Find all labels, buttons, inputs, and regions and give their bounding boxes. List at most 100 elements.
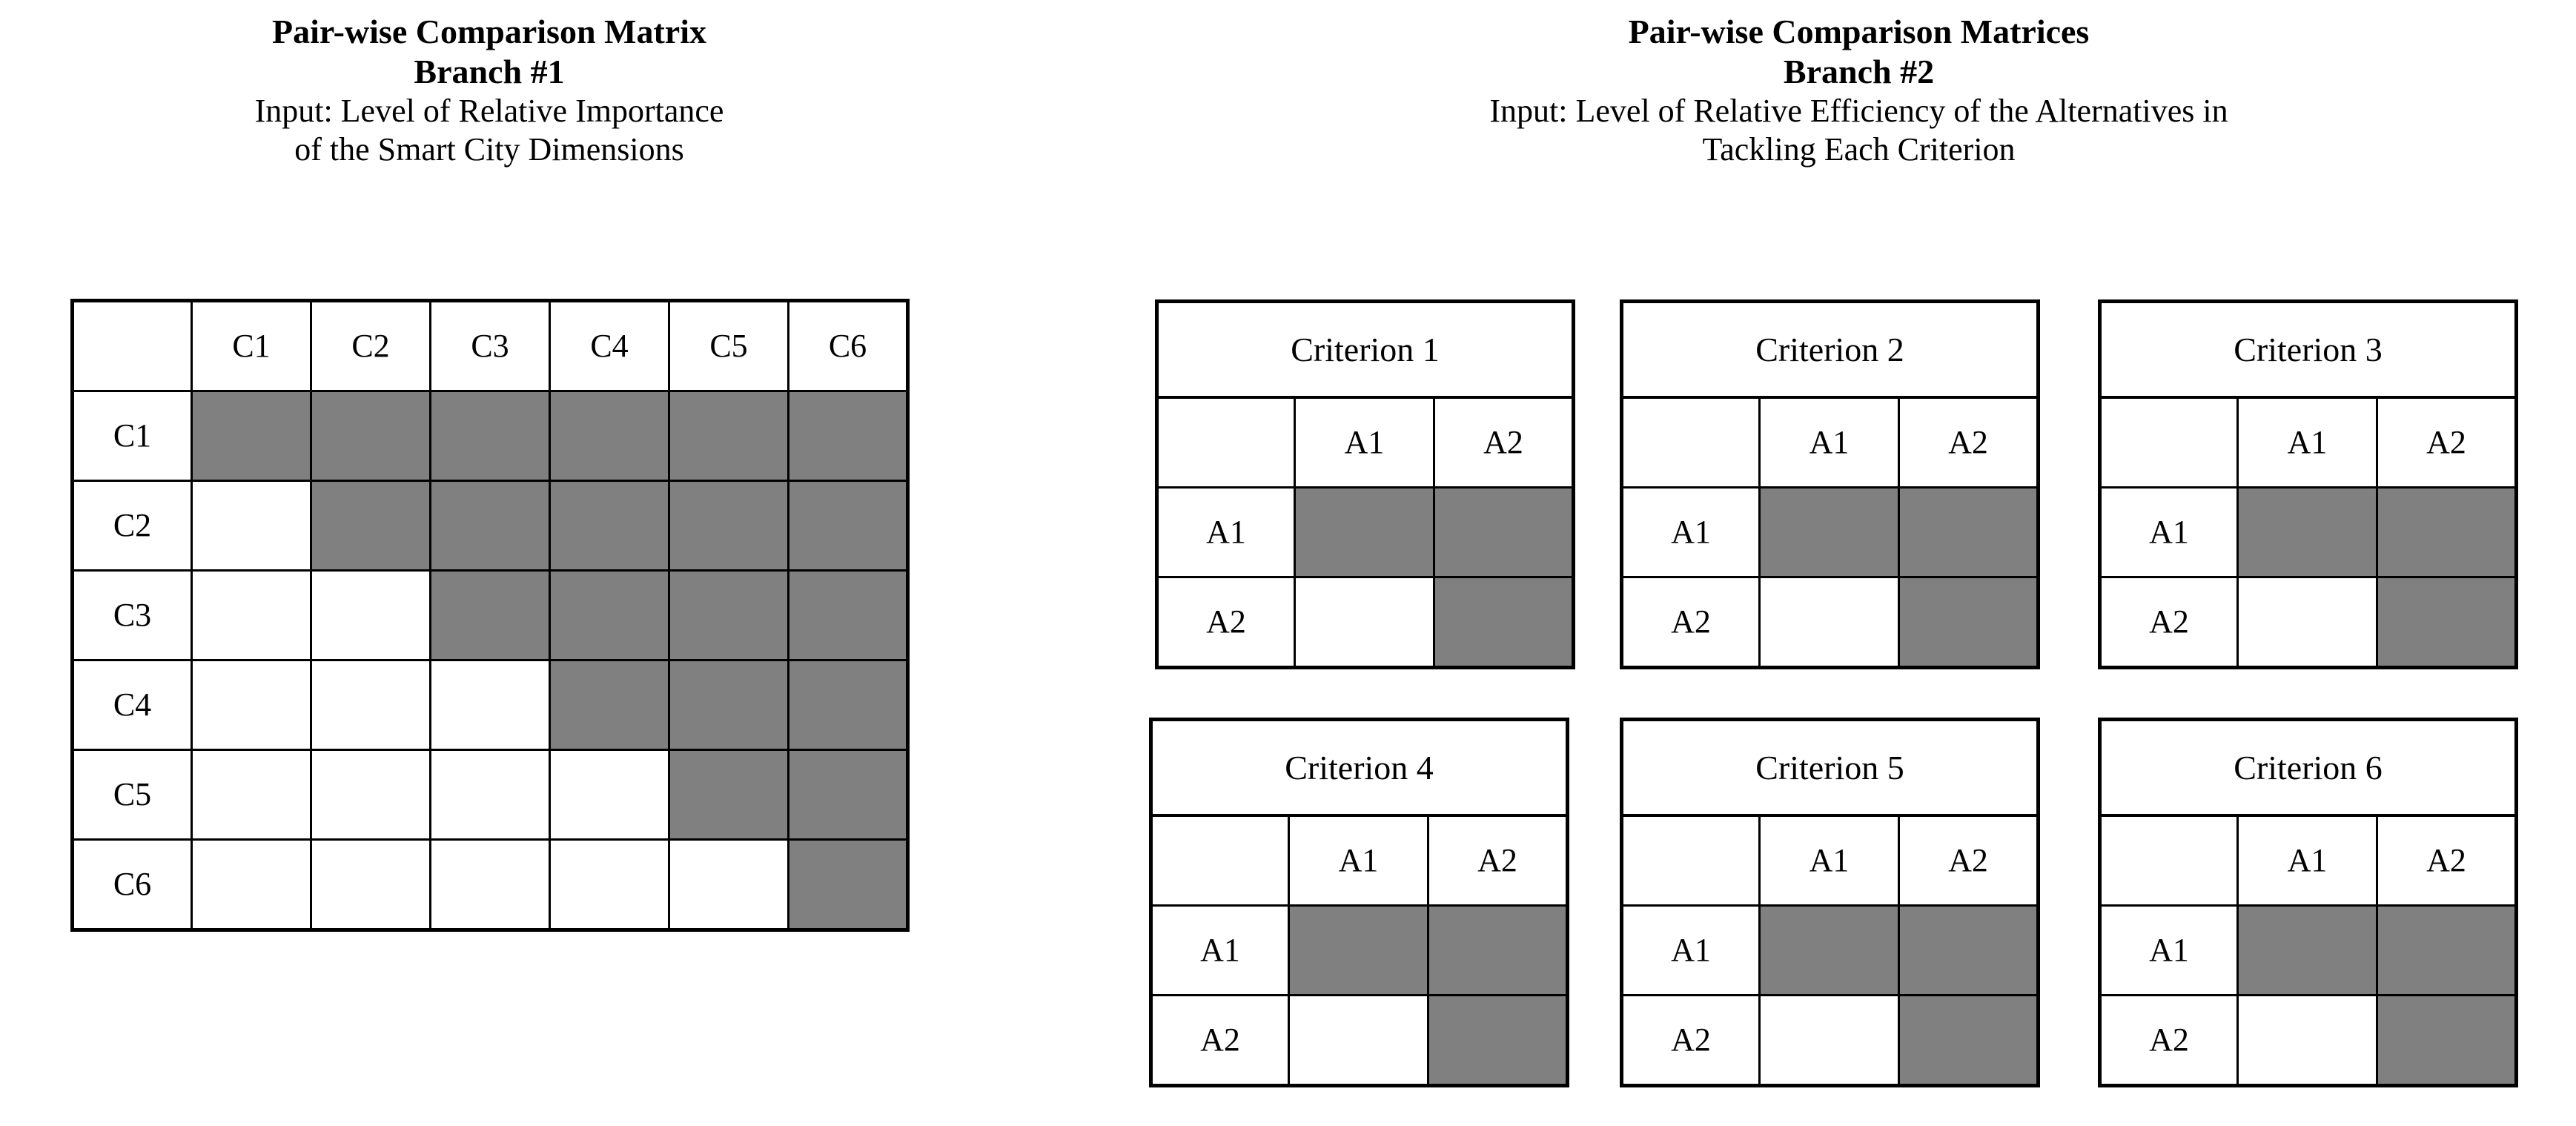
criterion-5-title-row: Criterion 5	[1620, 718, 2040, 817]
criterion-5-row-header-a2: A2	[1620, 994, 1761, 1087]
branch1-header-row: C1 C2 C3 C4 C5 C6	[71, 299, 909, 392]
criterion-2-title-row: Criterion 2	[1620, 300, 2040, 399]
branch1-cell-c4-c3[interactable]	[429, 659, 551, 751]
criterion-6-cell-a1-a2[interactable]	[2375, 904, 2518, 996]
branch1-cell-c3-c1[interactable]	[191, 569, 312, 661]
criterion-6-cell-a1-a1[interactable]	[2236, 904, 2378, 996]
criterion-2-col-header-a1: A1	[1758, 396, 1900, 489]
criterion-5-matrix: Criterion 5 A1 A2 A1 A2	[1620, 718, 2041, 1087]
criterion-3-cell-a1-a1[interactable]	[2236, 486, 2378, 578]
branch1-cell-c4-c1[interactable]	[191, 659, 312, 751]
criterion-5-title: Criterion 5	[1620, 718, 2040, 817]
branch1-cell-c5-c4[interactable]	[549, 749, 670, 841]
criterion-2-matrix: Criterion 2 A1 A2 A1 A2	[1620, 299, 2041, 669]
criterion-3-cell-a2-a1[interactable]	[2236, 576, 2378, 669]
table-row: C6	[71, 838, 909, 931]
criterion-3-col-header-a1: A1	[2236, 396, 2378, 489]
branch1-cell-c2-c1[interactable]	[191, 480, 312, 572]
criterion-2-col-header-a2: A2	[1897, 396, 2040, 489]
criterion-1-corner-cell	[1156, 396, 1296, 489]
branch1-cell-c2-c3[interactable]	[429, 480, 551, 572]
criterion-3-cell-a1-a2[interactable]	[2375, 486, 2518, 578]
table-row: A1	[1620, 904, 2040, 996]
branch1-cell-c6-c3[interactable]	[429, 838, 551, 931]
branch1-cell-c4-c4[interactable]	[549, 659, 670, 751]
branch1-col-header-c6: C6	[787, 299, 909, 392]
criterion-4-cell-a1-a2[interactable]	[1426, 904, 1569, 996]
criterion-3-row-header-a1: A1	[2099, 486, 2239, 578]
criterion-3-cell-a2-a2[interactable]	[2375, 576, 2518, 669]
criterion-2-header-row: A1 A2	[1620, 396, 2040, 489]
branch1-cell-c3-c3[interactable]	[429, 569, 551, 661]
branch2-title-line1: Pair-wise Comparison Matrices	[1628, 13, 2090, 50]
branch1-cell-c2-c4[interactable]	[549, 480, 670, 572]
branch1-cell-c1-c4[interactable]	[549, 390, 670, 482]
branch1-cell-c3-c2[interactable]	[310, 569, 431, 661]
branch1-cell-c3-c5[interactable]	[668, 569, 789, 661]
branch1-row-header-c6: C6	[71, 838, 193, 931]
branch1-cell-c6-c4[interactable]	[549, 838, 670, 931]
criterion-5-cell-a1-a1[interactable]	[1758, 904, 1900, 996]
criterion-5-cell-a2-a1[interactable]	[1758, 994, 1900, 1087]
branch1-cell-c4-c5[interactable]	[668, 659, 789, 751]
criterion-4-row-header-a2: A2	[1150, 994, 1290, 1087]
criterion-1-matrix: Criterion 1 A1 A2 A1 A2	[1155, 299, 1576, 669]
table-row: A1	[1156, 486, 1575, 578]
criterion-1-col-header-a1: A1	[1294, 396, 1435, 489]
branch1-cell-c1-c3[interactable]	[429, 390, 551, 482]
criterion-5-header-row: A1 A2	[1620, 814, 2040, 907]
branch1-row-header-c5: C5	[71, 749, 193, 841]
branch1-cell-c5-c1[interactable]	[191, 749, 312, 841]
branch2-subtitle-line1: Input: Level of Relative Efficiency of t…	[1489, 92, 2228, 129]
criterion-4-row-header-a1: A1	[1150, 904, 1290, 996]
branch1-cell-c2-c5[interactable]	[668, 480, 789, 572]
branch1-cell-c5-c2[interactable]	[310, 749, 431, 841]
criterion-6-cell-a2-a1[interactable]	[2236, 994, 2378, 1087]
branch1-cell-c2-c2[interactable]	[310, 480, 431, 572]
criterion-4-cell-a2-a1[interactable]	[1288, 994, 1429, 1087]
branch1-cell-c4-c6[interactable]	[787, 659, 909, 751]
branch1-cell-c3-c6[interactable]	[787, 569, 909, 661]
branch1-cell-c4-c2[interactable]	[310, 659, 431, 751]
branch1-cell-c6-c2[interactable]	[310, 838, 431, 931]
branch1-cell-c2-c6[interactable]	[787, 480, 909, 572]
branch1-cell-c6-c6[interactable]	[787, 838, 909, 931]
criterion-1-cell-a2-a1[interactable]	[1294, 576, 1435, 669]
branch1-col-header-c3: C3	[429, 299, 551, 392]
table-row: C5	[71, 749, 909, 841]
criterion-1-title-row: Criterion 1	[1155, 300, 1575, 399]
criterion-3-row-header-a2: A2	[2099, 576, 2239, 669]
table-row: A1	[1150, 904, 1569, 996]
criterion-4-cell-a2-a2[interactable]	[1426, 994, 1569, 1087]
criterion-3-title-row: Criterion 3	[2098, 300, 2518, 399]
criterion-2-cell-a1-a2[interactable]	[1897, 486, 2040, 578]
branch1-cell-c5-c3[interactable]	[429, 749, 551, 841]
criterion-6-col-header-a2: A2	[2375, 814, 2518, 907]
criterion-3-matrix: Criterion 3 A1 A2 A1 A2	[2098, 299, 2519, 669]
criterion-4-cell-a1-a1[interactable]	[1288, 904, 1429, 996]
branch1-cell-c1-c2[interactable]	[310, 390, 431, 482]
criterion-6-cell-a2-a2[interactable]	[2375, 994, 2518, 1087]
criterion-2-cell-a2-a2[interactable]	[1897, 576, 2040, 669]
criterion-2-cell-a1-a1[interactable]	[1758, 486, 1900, 578]
criterion-5-cell-a1-a2[interactable]	[1897, 904, 2040, 996]
criterion-2-cell-a2-a1[interactable]	[1758, 576, 1900, 669]
branch1-cell-c1-c6[interactable]	[787, 390, 909, 482]
branch1-cell-c5-c6[interactable]	[787, 749, 909, 841]
branch1-cell-c6-c5[interactable]	[668, 838, 789, 931]
criterion-4-header-row: A1 A2	[1150, 814, 1569, 907]
criterion-5-cell-a2-a2[interactable]	[1897, 994, 2040, 1087]
branch1-cell-c6-c1[interactable]	[191, 838, 312, 931]
criterion-1-cell-a1-a1[interactable]	[1294, 486, 1435, 578]
criterion-1-cell-a2-a2[interactable]	[1432, 576, 1575, 669]
table-row: A2	[1620, 576, 2040, 669]
branch1-cell-c3-c4[interactable]	[549, 569, 670, 661]
branch1-subtitle-line2: of the Smart City Dimensions	[294, 130, 684, 168]
criterion-1-cell-a1-a2[interactable]	[1432, 486, 1575, 578]
branch1-cell-c1-c5[interactable]	[668, 390, 789, 482]
branch1-col-header-c2: C2	[310, 299, 431, 392]
branch1-cell-c5-c5[interactable]	[668, 749, 789, 841]
branch1-cell-c1-c1[interactable]	[191, 390, 312, 482]
criterion-2-title: Criterion 2	[1620, 300, 2040, 399]
